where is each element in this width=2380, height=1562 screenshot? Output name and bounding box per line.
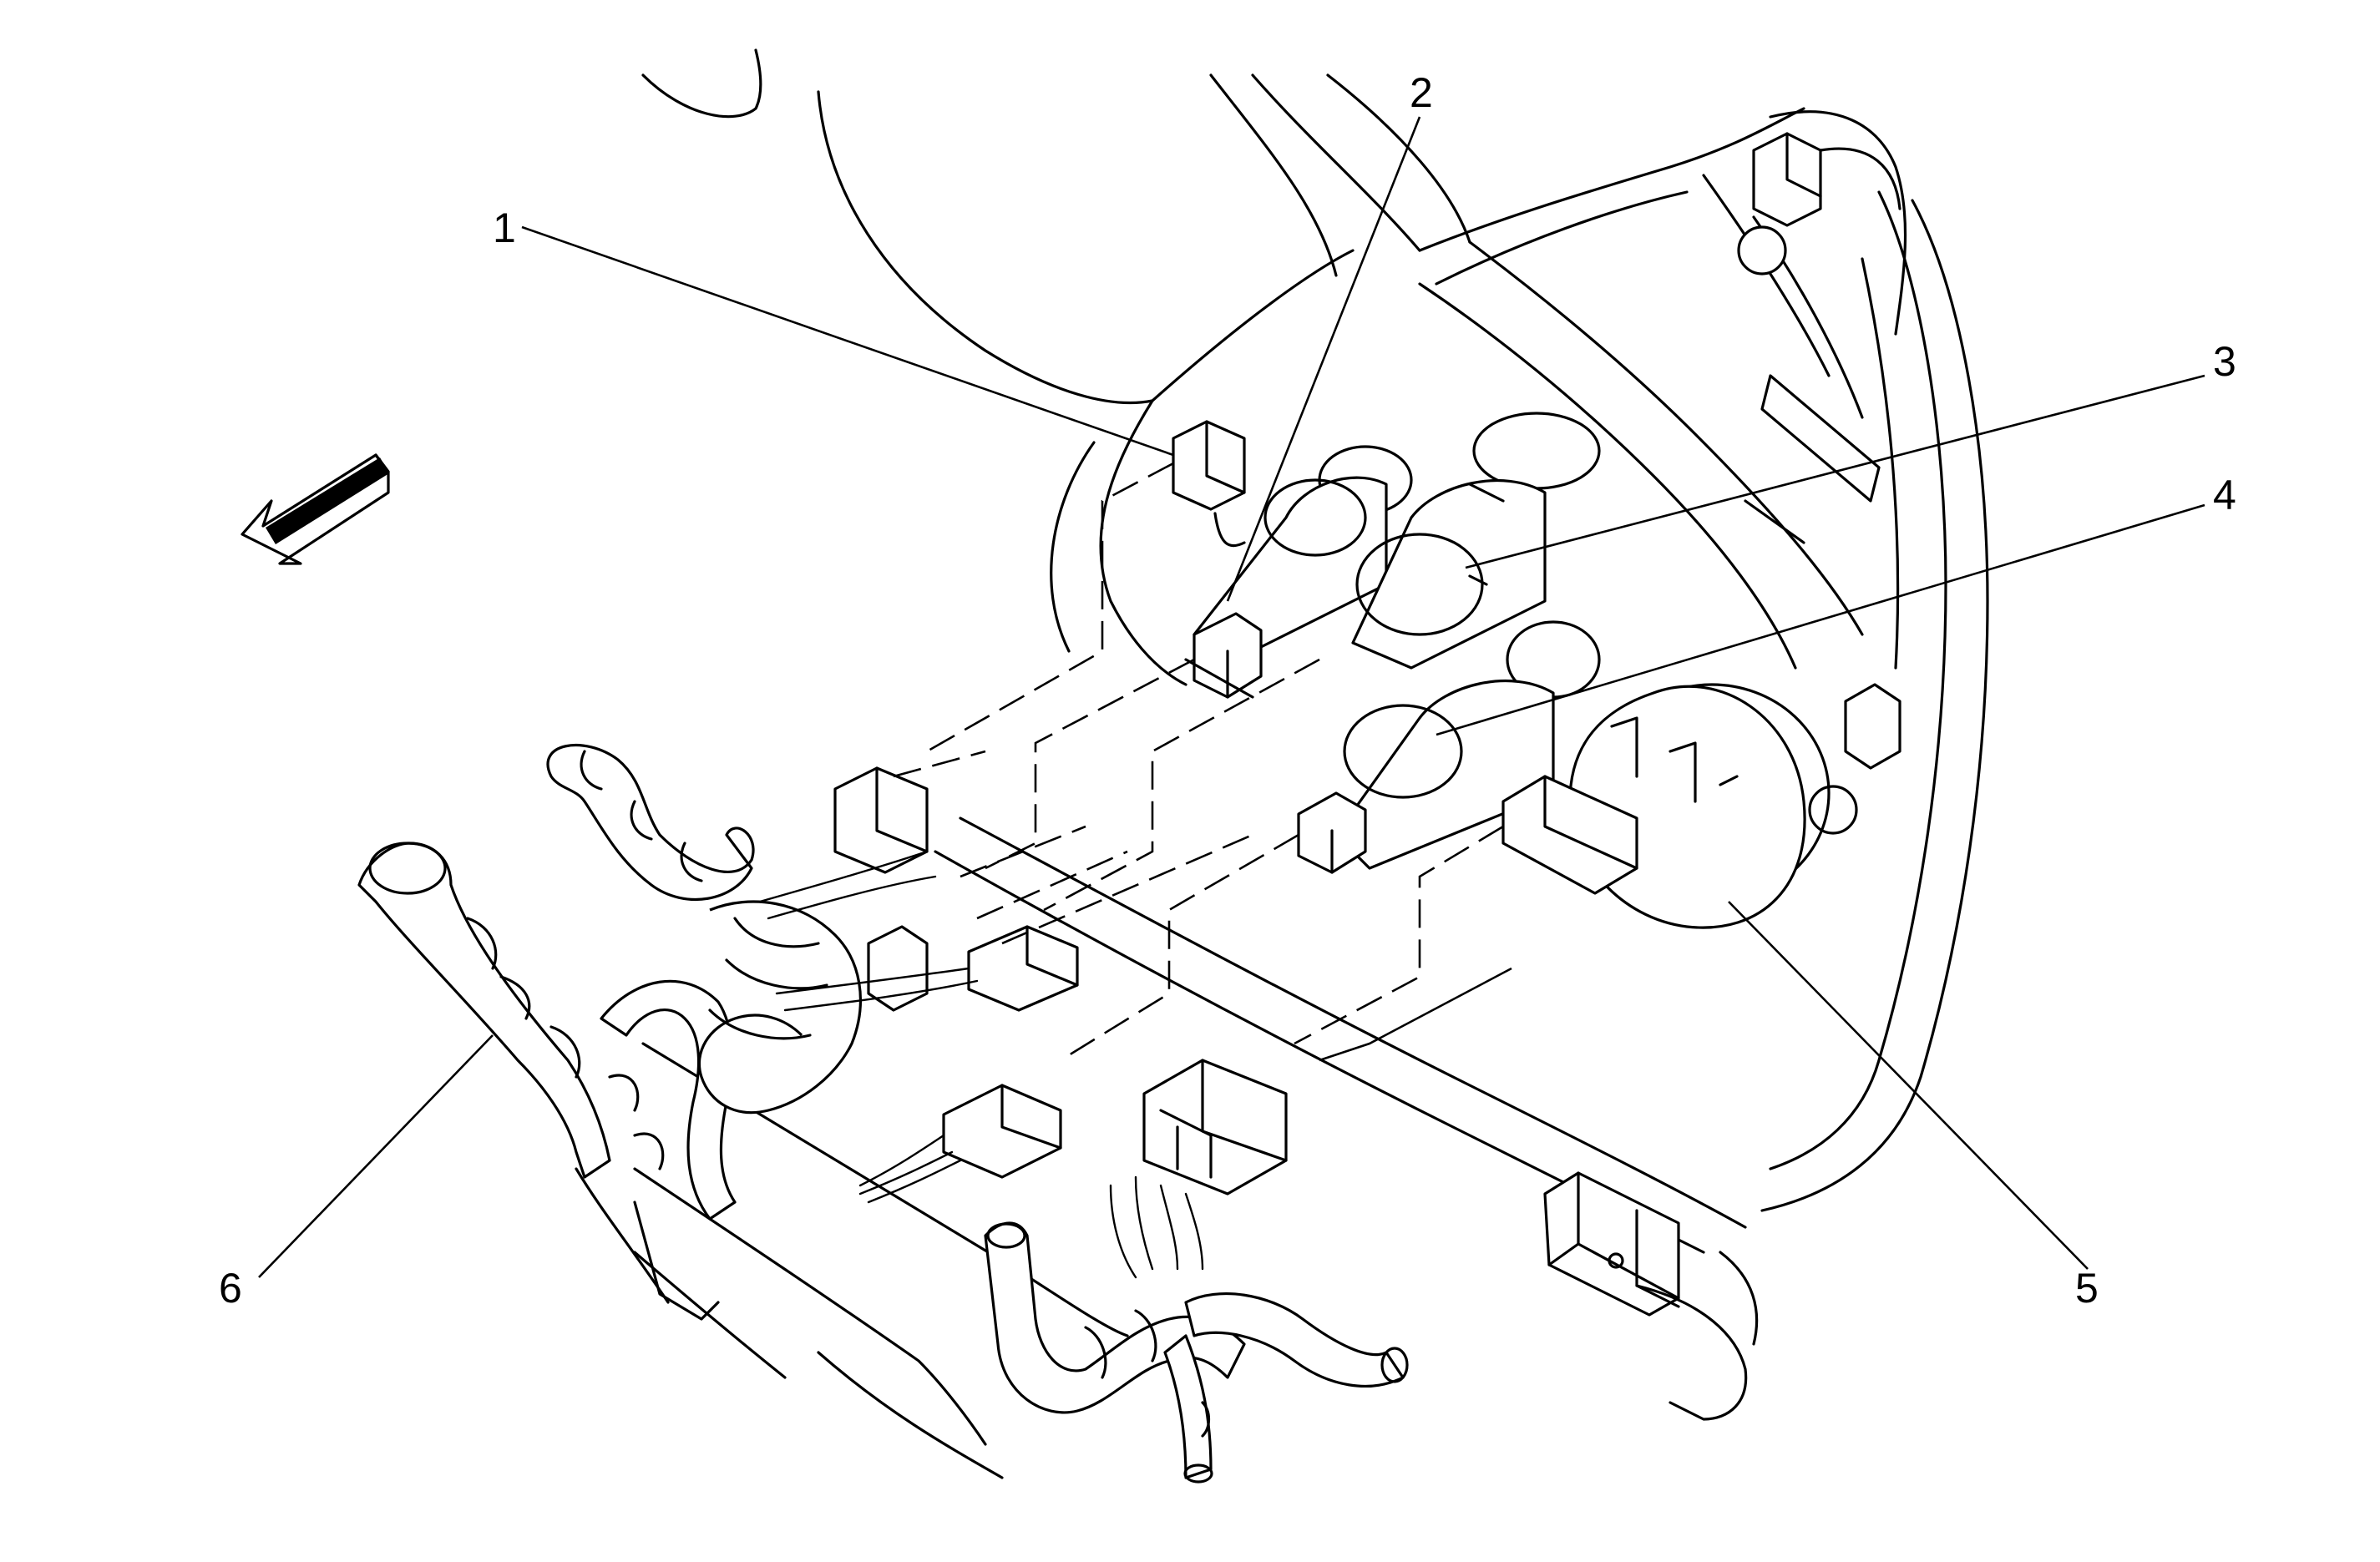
connection-guides — [893, 462, 1504, 1062]
body-structure — [575, 48, 1989, 1479]
forward-direction-arrow-icon — [241, 453, 390, 565]
wiring-harness — [357, 743, 1409, 1484]
lamp-sockets — [1184, 412, 1831, 929]
callout-1: 1 — [493, 205, 516, 251]
callout-6: 6 — [219, 1265, 242, 1312]
callout-labels: 1 2 3 4 5 6 — [219, 69, 2236, 1312]
callout-2: 2 — [1410, 69, 1433, 116]
connectors — [833, 420, 1288, 1196]
leader-lines — [258, 116, 2205, 1278]
callout-3: 3 — [2213, 338, 2236, 385]
callout-5: 5 — [2075, 1265, 2099, 1312]
callout-4: 4 — [2213, 472, 2236, 518]
